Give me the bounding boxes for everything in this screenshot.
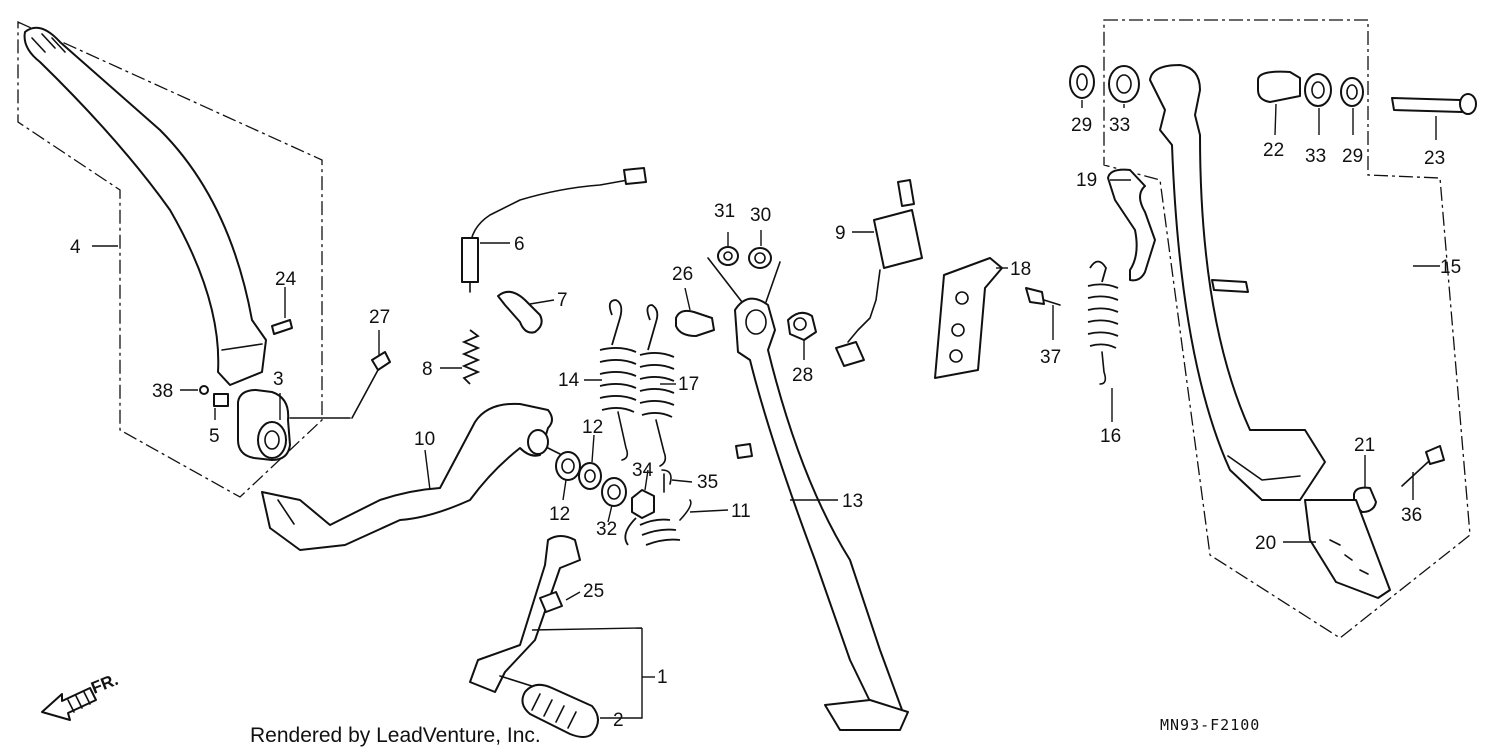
- callout-38: 38: [152, 381, 173, 402]
- callout-13: 13: [842, 491, 863, 512]
- callout-12a: 12: [582, 417, 603, 438]
- callout-29a: 29: [1071, 115, 1092, 136]
- callout-11: 11: [731, 501, 751, 522]
- callout-2: 2: [613, 710, 624, 731]
- shift-rubber-part: [521, 683, 599, 738]
- front-direction-indicator: FR.: [41, 670, 121, 721]
- callout-26: 26: [672, 264, 693, 285]
- kick-arm-part: [23, 26, 267, 386]
- callout-27: 27: [369, 307, 390, 328]
- side-stand-group: [675, 246, 909, 731]
- callout-17: 17: [678, 374, 699, 395]
- callout-32: 32: [596, 519, 617, 540]
- callout-28: 28: [792, 365, 813, 386]
- render-credit: Rendered by LeadVenture, Inc.: [250, 724, 541, 747]
- callout-19: 19: [1076, 170, 1097, 191]
- side-stand-part: [734, 297, 906, 723]
- callout-8: 8: [422, 359, 433, 380]
- callout-29b: 29: [1342, 146, 1363, 167]
- callout-3: 3: [273, 369, 284, 390]
- main-stand-part: [1149, 64, 1326, 501]
- return-springs: [599, 260, 1119, 546]
- kickstarter-group: [17, 20, 391, 498]
- callout-4: 4: [70, 237, 81, 258]
- shift-pedal-group: [469, 535, 599, 738]
- callout-labels: 1 2 3 4 5 6 7 8 9 10 11 12 12 13 14 15 1…: [70, 115, 1461, 731]
- callout-12b: 12: [549, 504, 570, 525]
- side-stand-switch-group: [835, 179, 1061, 379]
- stand-rubber-part: [1304, 499, 1391, 599]
- callout-33b: 33: [1305, 146, 1326, 167]
- callout-9: 9: [835, 223, 846, 244]
- callout-22: 22: [1263, 140, 1284, 161]
- callout-30: 30: [750, 205, 771, 226]
- callout-23: 23: [1424, 148, 1445, 169]
- callout-25: 25: [583, 581, 604, 602]
- callout-35: 35: [697, 472, 718, 493]
- callout-5: 5: [209, 426, 220, 447]
- callout-33a: 33: [1109, 115, 1130, 136]
- sensor-assembly: [461, 167, 647, 385]
- callout-14: 14: [558, 370, 580, 391]
- callout-1: 1: [657, 667, 668, 688]
- callout-34: 34: [632, 460, 654, 481]
- callout-18: 18: [1010, 259, 1031, 280]
- stand-bracket-part: [1107, 168, 1156, 282]
- callout-31: 31: [714, 201, 735, 222]
- front-arrow-label: FR.: [88, 670, 121, 698]
- switch-bracket-part: [934, 257, 1003, 379]
- callout-37: 37: [1040, 347, 1061, 368]
- callout-20: 20: [1255, 533, 1276, 554]
- callout-15: 15: [1440, 257, 1461, 278]
- drawing-code: MN93-F2100: [1160, 716, 1260, 734]
- callout-leaders: [92, 100, 1440, 719]
- brake-pedal-group: [261, 402, 672, 551]
- callout-24: 24: [275, 269, 297, 290]
- callout-36: 36: [1401, 505, 1422, 526]
- callout-16: 16: [1100, 426, 1121, 447]
- brake-pedal-part: [261, 402, 553, 551]
- callout-10: 10: [414, 429, 435, 450]
- shift-pedal-part: [469, 535, 581, 693]
- callout-7: 7: [557, 290, 568, 311]
- callout-6: 6: [514, 234, 525, 255]
- main-stand-group: [1069, 19, 1477, 639]
- callout-21: 21: [1354, 435, 1375, 456]
- front-arrow-icon: [41, 687, 97, 721]
